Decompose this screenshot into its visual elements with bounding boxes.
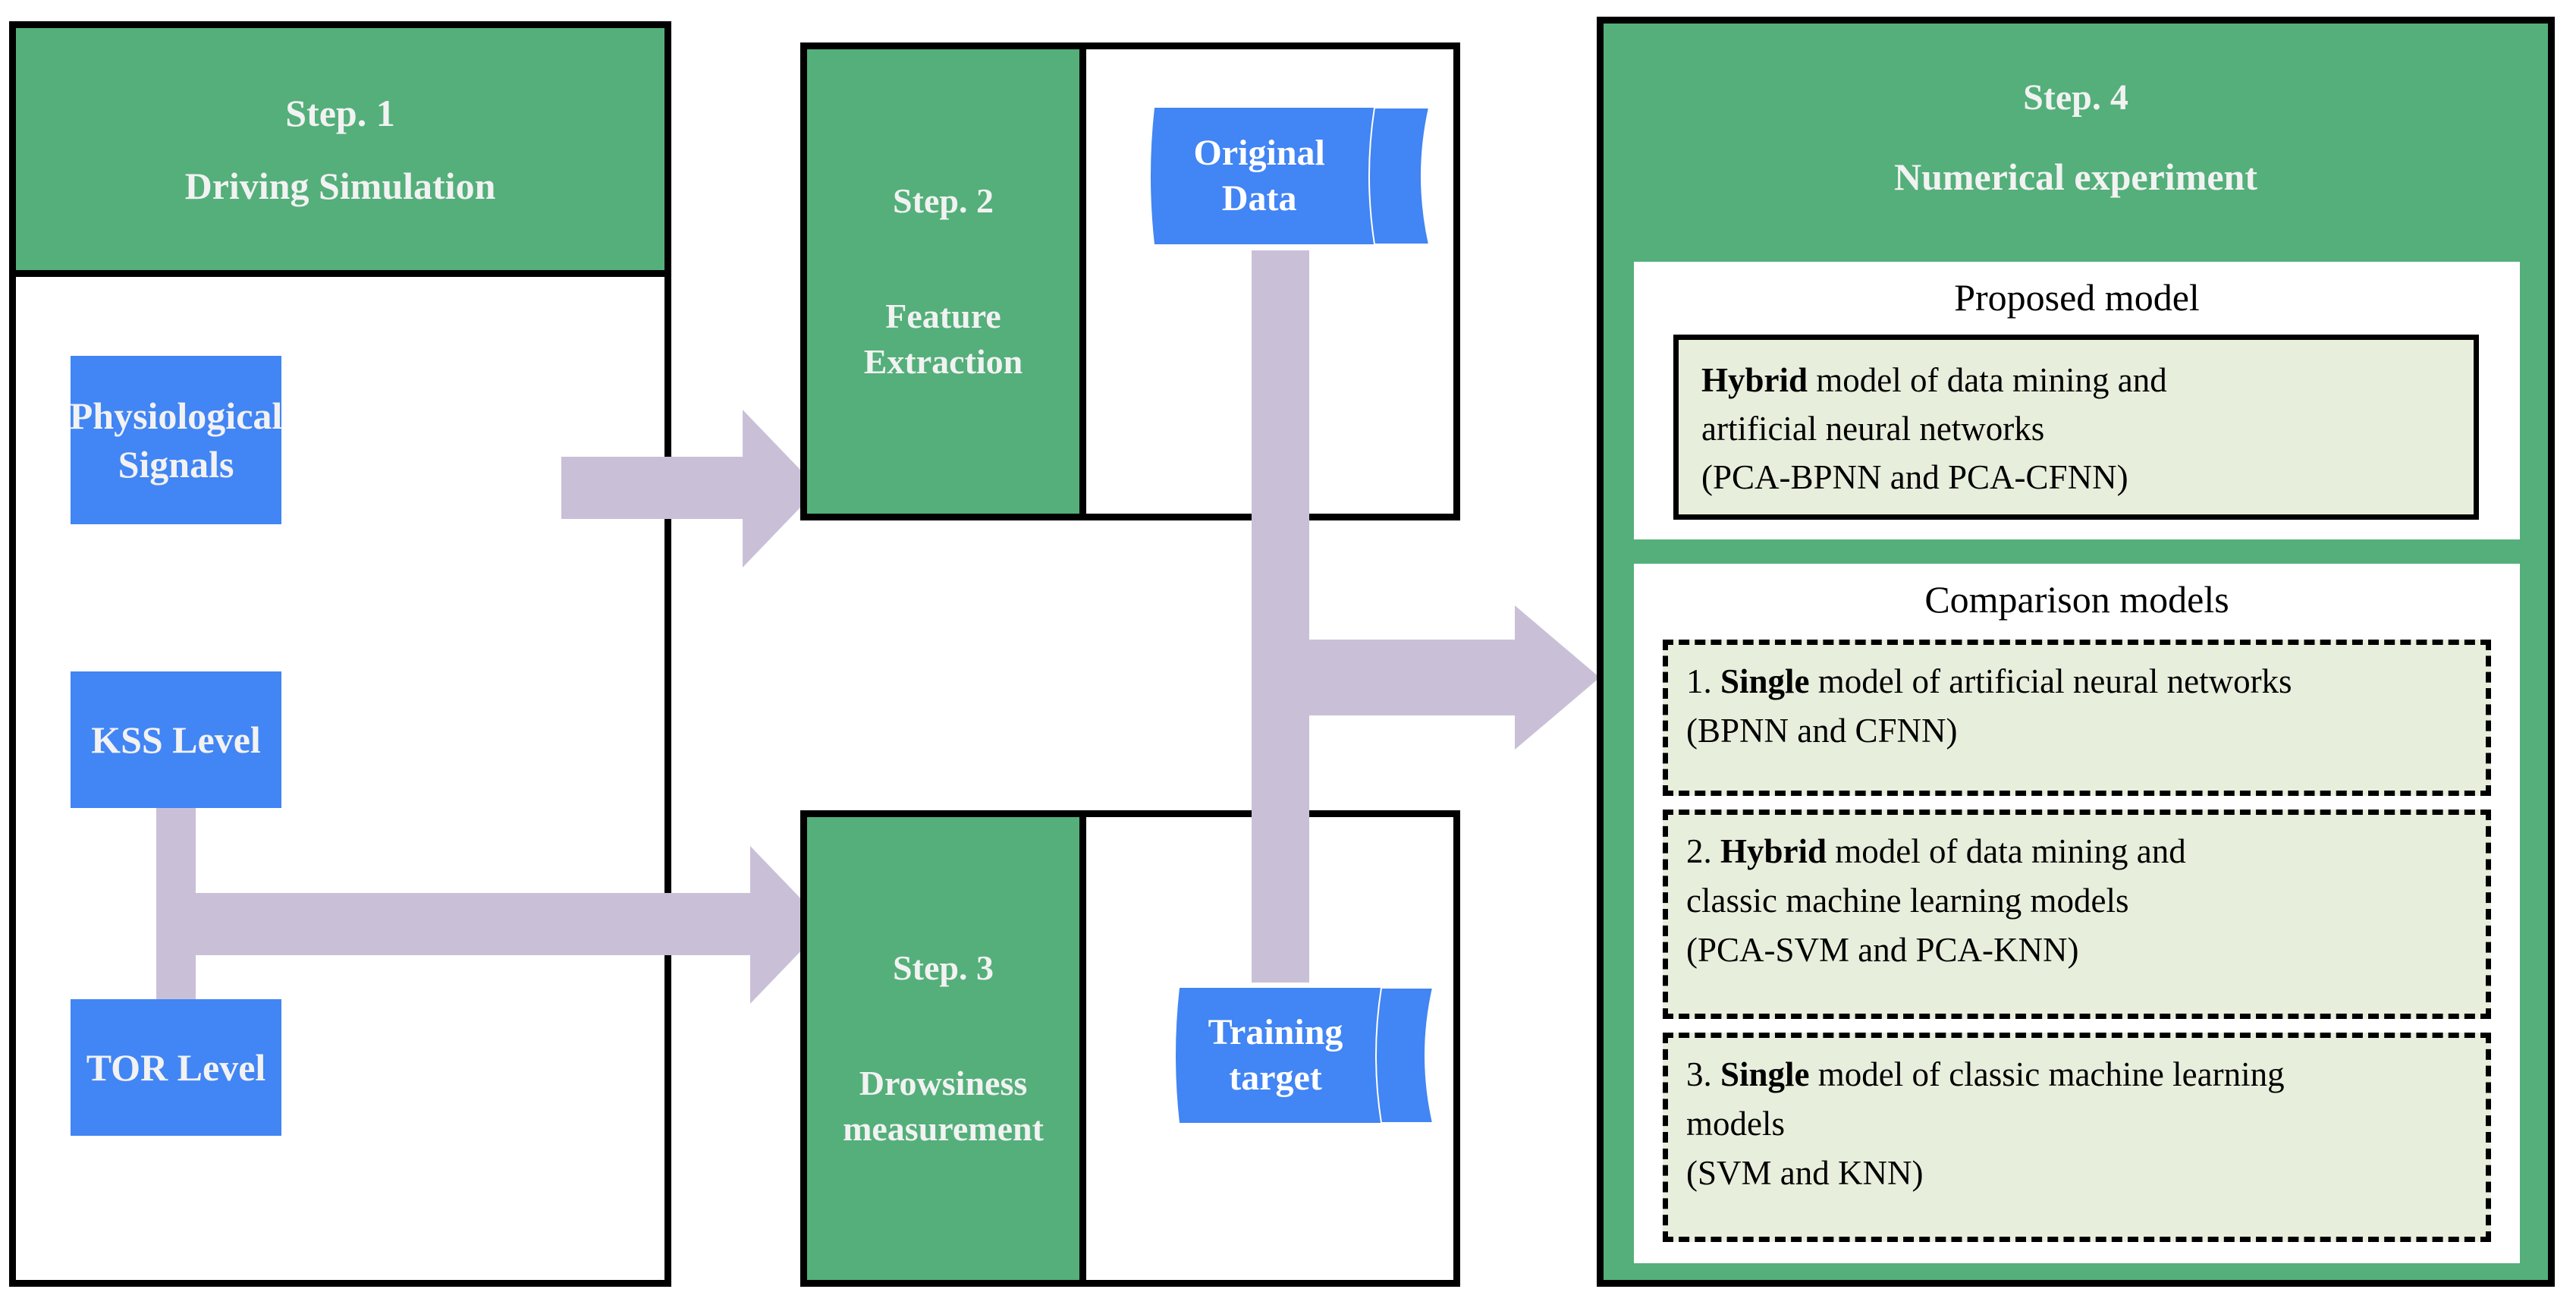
training-target-label: Training target <box>1172 979 1379 1132</box>
physiological-signals-box[interactable]: Physiological Signals <box>69 356 283 524</box>
kss-level-box[interactable]: KSS Level <box>71 671 281 808</box>
step4-title: Numerical experiment <box>1893 155 2257 198</box>
proposed-model-line1: Hybrid model of data mining and <box>1701 357 2451 405</box>
arrow-head <box>1515 605 1600 750</box>
comparison-model-item-1[interactable]: 1. Single model of artificial neural net… <box>1663 640 2491 796</box>
physiological-signals-line2: Signals <box>118 443 234 486</box>
proposed-model-line2: artificial neural networks <box>1701 409 2045 448</box>
tor-level-box[interactable]: TOR Level <box>71 999 281 1136</box>
comparison-models-title: Comparison models <box>1924 578 2229 621</box>
comparison-item-2-text: model of data mining and <box>1827 832 2186 870</box>
arrow-shaft <box>167 893 752 955</box>
tor-level-label: TOR Level <box>86 1046 266 1089</box>
step1-container: Step. 1 Driving Simulation Physiological… <box>9 21 671 1287</box>
original-data-line2: Data <box>1221 178 1297 219</box>
cylinder-shape-icon <box>1176 987 1434 1124</box>
step4-label: Step. 4 <box>2023 77 2128 118</box>
arrow-mid-to-step4-icon <box>1297 605 1601 750</box>
comparison-item-1-emphasis: Single <box>1720 662 1810 700</box>
step3-container: Step. 3 Drowsiness measurement <box>800 810 1460 1287</box>
comparison-item-3-emphasis: Single <box>1720 1055 1810 1093</box>
comparison-item-1-line2: (BPNN and CFNN) <box>1686 711 1958 750</box>
proposed-model-panel: Proposed model Hybrid model of data mini… <box>1634 262 2520 539</box>
comparison-item-3-text: model of classic machine learning <box>1809 1055 2285 1093</box>
step2-label: Step. 2 <box>893 181 994 221</box>
proposed-model-title: Proposed model <box>1954 276 2200 319</box>
arrow-step1-to-step3-icon <box>167 846 826 1004</box>
cylinder-shape-icon <box>1151 107 1431 245</box>
comparison-model-item-2[interactable]: 2. Hybrid model of data mining and class… <box>1663 810 2491 1019</box>
proposed-model-line3: (PCA-BPNN and PCA-CFNN) <box>1701 457 2128 496</box>
original-data-cylinder[interactable]: Original Data <box>1147 97 1435 255</box>
step2-title-line1: Feature <box>885 297 1001 336</box>
comparison-item-2-line1: 2. Hybrid model of data mining and <box>1686 827 2468 876</box>
proposed-model-text: model of data mining and <box>1808 361 2167 399</box>
data-pipe-connector <box>1252 250 1309 983</box>
physiological-signals-line1: Physiological <box>69 395 283 437</box>
step4-header: Step. 4 Numerical experiment <box>1604 24 2548 251</box>
comparison-item-3-line1: 3. Single model of classic machine learn… <box>1686 1050 2468 1099</box>
step4-container: Step. 4 Numerical experiment Proposed mo… <box>1597 17 2555 1287</box>
step3-label: Step. 3 <box>893 948 994 988</box>
comparison-item-2-line3: (PCA-SVM and PCA-KNN) <box>1686 930 2079 969</box>
comparison-item-2-emphasis: Hybrid <box>1720 832 1827 870</box>
comparison-item-3-line2: models <box>1686 1104 1785 1143</box>
step1-title: Driving Simulation <box>184 164 496 207</box>
arrow-shaft <box>561 457 745 519</box>
step3-title-line2: measurement <box>843 1108 1044 1148</box>
step1-header: Step. 1 Driving Simulation <box>16 28 664 277</box>
step1-label: Step. 1 <box>285 91 395 134</box>
step3-title-line1: Drowsiness <box>859 1064 1028 1103</box>
comparison-model-item-3[interactable]: 3. Single model of classic machine learn… <box>1663 1033 2491 1242</box>
comparison-item-3-number: 3. <box>1686 1055 1720 1093</box>
proposed-model-emphasis: Hybrid <box>1701 361 1808 399</box>
arrow-step1-to-step2-icon <box>561 410 818 568</box>
training-target-line1: Training <box>1208 1012 1343 1052</box>
comparison-item-1-text: model of artificial neural networks <box>1809 662 2292 700</box>
step2-title-line2: Extraction <box>863 341 1023 381</box>
training-target-cylinder[interactable]: Training target <box>1172 979 1437 1132</box>
original-data-line1: Original <box>1193 133 1325 173</box>
arrow-shaft <box>1297 640 1517 715</box>
comparison-item-3-line3: (SVM and KNN) <box>1686 1153 1924 1192</box>
step3-header: Step. 3 Drowsiness measurement <box>807 817 1086 1280</box>
training-target-line2: target <box>1229 1058 1322 1098</box>
comparison-item-2-number: 2. <box>1686 832 1720 870</box>
proposed-model-box[interactable]: Hybrid model of data mining and artifici… <box>1673 335 2479 520</box>
kss-level-label: KSS Level <box>91 718 261 761</box>
original-data-label: Original Data <box>1147 97 1371 255</box>
comparison-item-1-number: 1. <box>1686 662 1720 700</box>
comparison-models-panel: Comparison models 1. Single model of art… <box>1634 564 2520 1263</box>
comparison-item-2-line2: classic machine learning models <box>1686 881 2129 920</box>
step2-header: Step. 2 Feature Extraction <box>807 49 1086 514</box>
comparison-item-1-line1: 1. Single model of artificial neural net… <box>1686 657 2468 706</box>
